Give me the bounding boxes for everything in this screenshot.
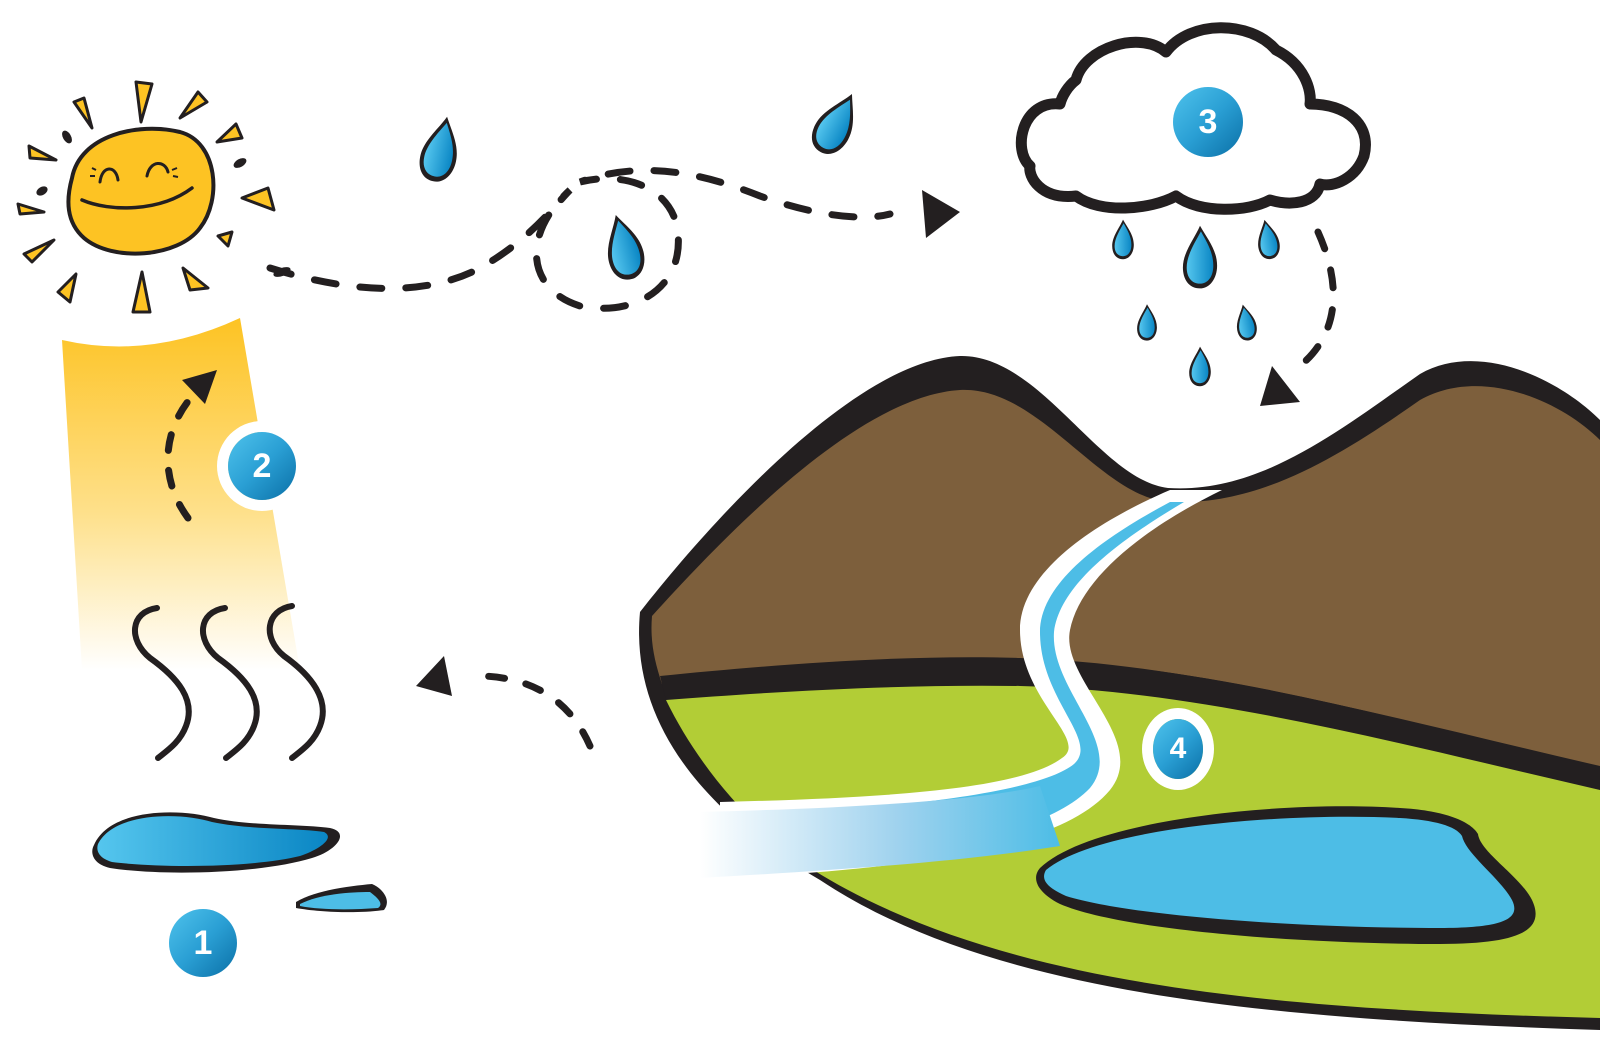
raindrop-icon xyxy=(598,210,650,284)
puddle-icon xyxy=(92,812,387,913)
raindrop-icon xyxy=(805,85,868,161)
raindrop-icon xyxy=(415,113,465,186)
step-1-badge: 1 xyxy=(169,909,237,977)
evaporation-arrow xyxy=(164,370,217,522)
step-2-badge: 2 xyxy=(228,432,296,500)
sunlight-beam xyxy=(62,318,300,670)
vapor-wisps-icon xyxy=(132,603,326,761)
precipitation-arrow xyxy=(1260,228,1337,406)
runoff-arrow xyxy=(416,656,594,750)
step-3-badge: 3 xyxy=(1173,87,1243,157)
rain-drops xyxy=(1112,218,1282,387)
vapor-transport-arrow xyxy=(266,166,960,312)
sun-icon xyxy=(16,80,291,314)
landscape xyxy=(639,355,1600,1055)
step-4-badge: 4 xyxy=(1153,719,1203,779)
